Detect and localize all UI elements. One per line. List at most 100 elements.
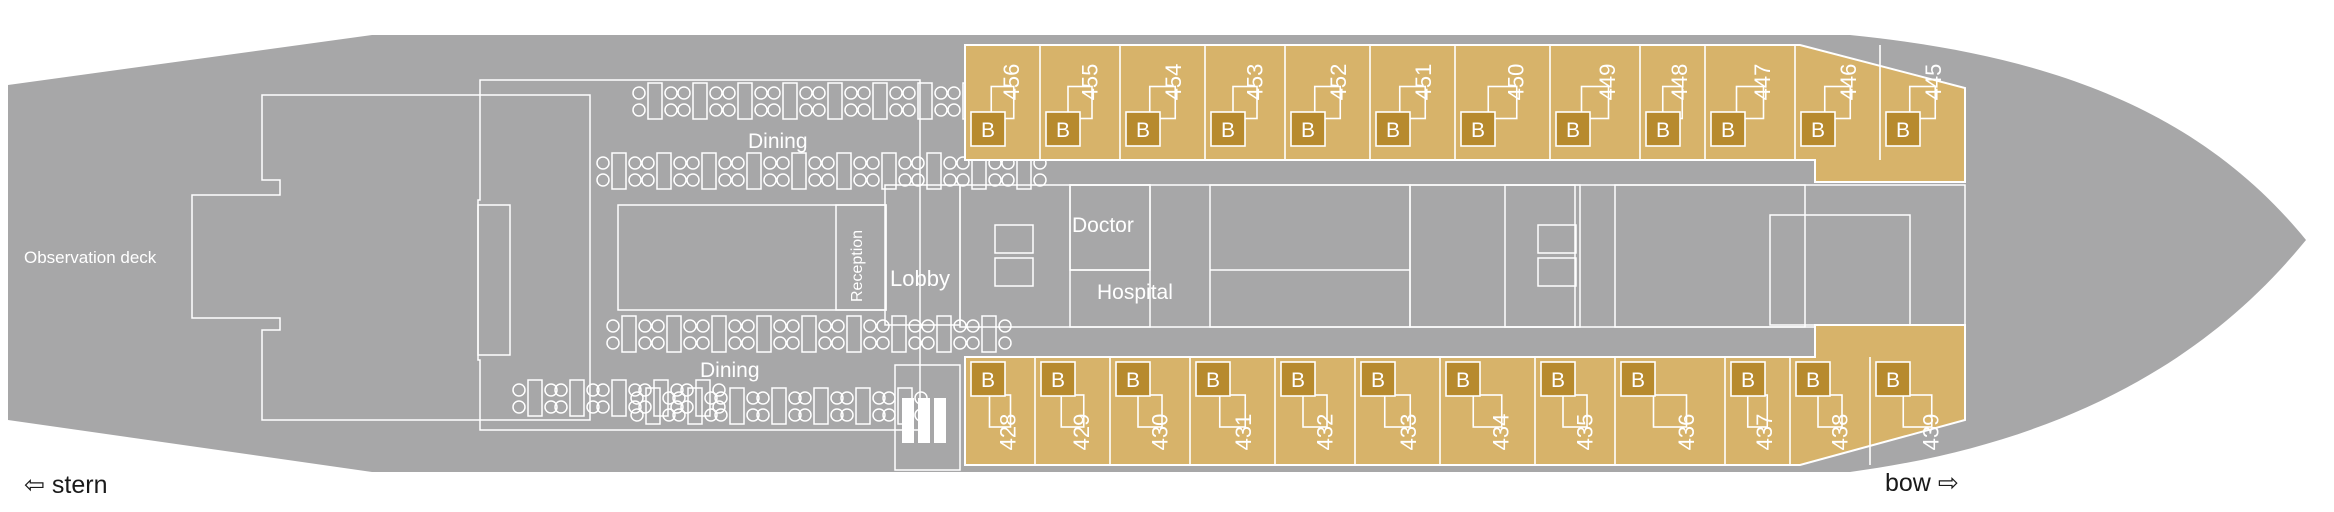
bathroom-block bbox=[1280, 361, 1316, 397]
dining-chair bbox=[638, 383, 652, 397]
dining-chair bbox=[818, 319, 832, 333]
cabin-bed bbox=[1487, 85, 1518, 120]
dining-chair bbox=[672, 408, 686, 422]
dining-chair bbox=[741, 336, 755, 350]
dining-chair bbox=[677, 103, 691, 117]
bathroom-marker: B bbox=[1136, 119, 1150, 142]
dining-chair bbox=[718, 173, 732, 187]
cabin-number-450: 450 bbox=[1503, 64, 1528, 101]
dining-chair bbox=[714, 408, 728, 422]
dining-chair bbox=[712, 383, 726, 397]
cabin-number-430: 430 bbox=[1148, 414, 1173, 451]
dining-chair bbox=[857, 103, 871, 117]
bathroom-marker: B bbox=[1386, 119, 1400, 142]
dining-chair bbox=[853, 173, 867, 187]
dining-chair bbox=[882, 391, 896, 405]
cabin-number-438: 438 bbox=[1828, 414, 1853, 451]
dining-chair bbox=[763, 173, 777, 187]
dining-chair bbox=[840, 391, 854, 405]
dining-table bbox=[855, 387, 871, 425]
dining-chair bbox=[632, 86, 646, 100]
dining-table bbox=[653, 379, 669, 417]
dining-chair bbox=[709, 103, 723, 117]
dining-table bbox=[527, 379, 543, 417]
dining-table bbox=[926, 152, 942, 190]
bathroom-marker: B bbox=[981, 369, 995, 392]
dining-table bbox=[656, 152, 672, 190]
dining-chair bbox=[812, 103, 826, 117]
dining-chair bbox=[680, 383, 694, 397]
dining-table bbox=[846, 315, 862, 353]
hospital-label: Hospital bbox=[1097, 281, 1173, 304]
dining-chair bbox=[756, 391, 770, 405]
stairs bbox=[902, 224, 1577, 443]
dining-chair bbox=[773, 336, 787, 350]
bathroom-block bbox=[1290, 111, 1326, 147]
dining-chair bbox=[714, 391, 728, 405]
dining-table bbox=[827, 82, 843, 120]
dining-chair bbox=[673, 156, 687, 170]
dining-chair bbox=[628, 156, 642, 170]
dining-chair bbox=[767, 103, 781, 117]
stern-indicator: ⇦ stern bbox=[24, 470, 108, 500]
dining-chair bbox=[808, 173, 822, 187]
dining-chair bbox=[773, 319, 787, 333]
dining-table bbox=[666, 315, 682, 353]
bathroom-block bbox=[1195, 361, 1231, 397]
observation-deck-label: Observation deck bbox=[24, 248, 157, 267]
dining-chair bbox=[606, 319, 620, 333]
bathroom-block bbox=[1040, 361, 1076, 397]
dining-chair bbox=[1001, 173, 1015, 187]
dining-chair bbox=[641, 173, 655, 187]
bathroom-block bbox=[1795, 361, 1831, 397]
cabin-bed bbox=[1908, 85, 1937, 120]
dining-chair bbox=[709, 86, 723, 100]
dining-tables bbox=[512, 82, 1047, 425]
dining-chair bbox=[673, 173, 687, 187]
dining-table bbox=[647, 82, 663, 120]
bathroom-marker: B bbox=[1811, 119, 1825, 142]
bathroom-block bbox=[1620, 361, 1656, 397]
dining-chair bbox=[664, 86, 678, 100]
cabin-bed bbox=[1580, 85, 1610, 120]
dining-chair bbox=[712, 400, 726, 414]
cabin-number-453: 453 bbox=[1243, 64, 1268, 101]
dining-chair bbox=[767, 86, 781, 100]
dining-chair bbox=[596, 173, 610, 187]
bathroom-block bbox=[1555, 111, 1591, 147]
cabin-number-436: 436 bbox=[1674, 414, 1699, 451]
bow-label: bow bbox=[1885, 469, 1931, 497]
cabin-number-437: 437 bbox=[1752, 414, 1777, 451]
dining-chair bbox=[866, 173, 880, 187]
bathroom-block bbox=[1710, 111, 1746, 147]
bathroom-marker: B bbox=[1056, 119, 1070, 142]
dining-chair bbox=[830, 408, 844, 422]
dining-table bbox=[801, 315, 817, 353]
arrow-right-icon: ⇨ bbox=[1937, 469, 1959, 497]
dining-chair bbox=[722, 86, 736, 100]
dining-chair bbox=[876, 319, 890, 333]
bow-indicator: bow ⇨ bbox=[1885, 468, 1959, 498]
dining-table bbox=[729, 387, 745, 425]
dining-chair bbox=[630, 408, 644, 422]
dining-chair bbox=[799, 86, 813, 100]
bathroom-block bbox=[1125, 111, 1161, 147]
cabin-number-446: 446 bbox=[1836, 64, 1861, 101]
cabin-bed bbox=[1313, 85, 1342, 120]
bathroom-block bbox=[970, 111, 1006, 147]
dining-table bbox=[813, 387, 829, 425]
dining-chair bbox=[686, 173, 700, 187]
dining-chair bbox=[638, 319, 652, 333]
cabin-number-456: 456 bbox=[999, 64, 1024, 101]
dining-chair bbox=[998, 336, 1012, 350]
dining-chair bbox=[776, 156, 790, 170]
dining-chair bbox=[863, 319, 877, 333]
dining-table bbox=[621, 315, 637, 353]
dining-table bbox=[645, 387, 661, 425]
bathroom-block bbox=[1360, 361, 1396, 397]
cabin-number-428: 428 bbox=[995, 414, 1020, 451]
bathroom-marker: B bbox=[1551, 369, 1565, 392]
cabin-bed bbox=[1735, 85, 1765, 120]
dining-chair bbox=[1033, 173, 1047, 187]
